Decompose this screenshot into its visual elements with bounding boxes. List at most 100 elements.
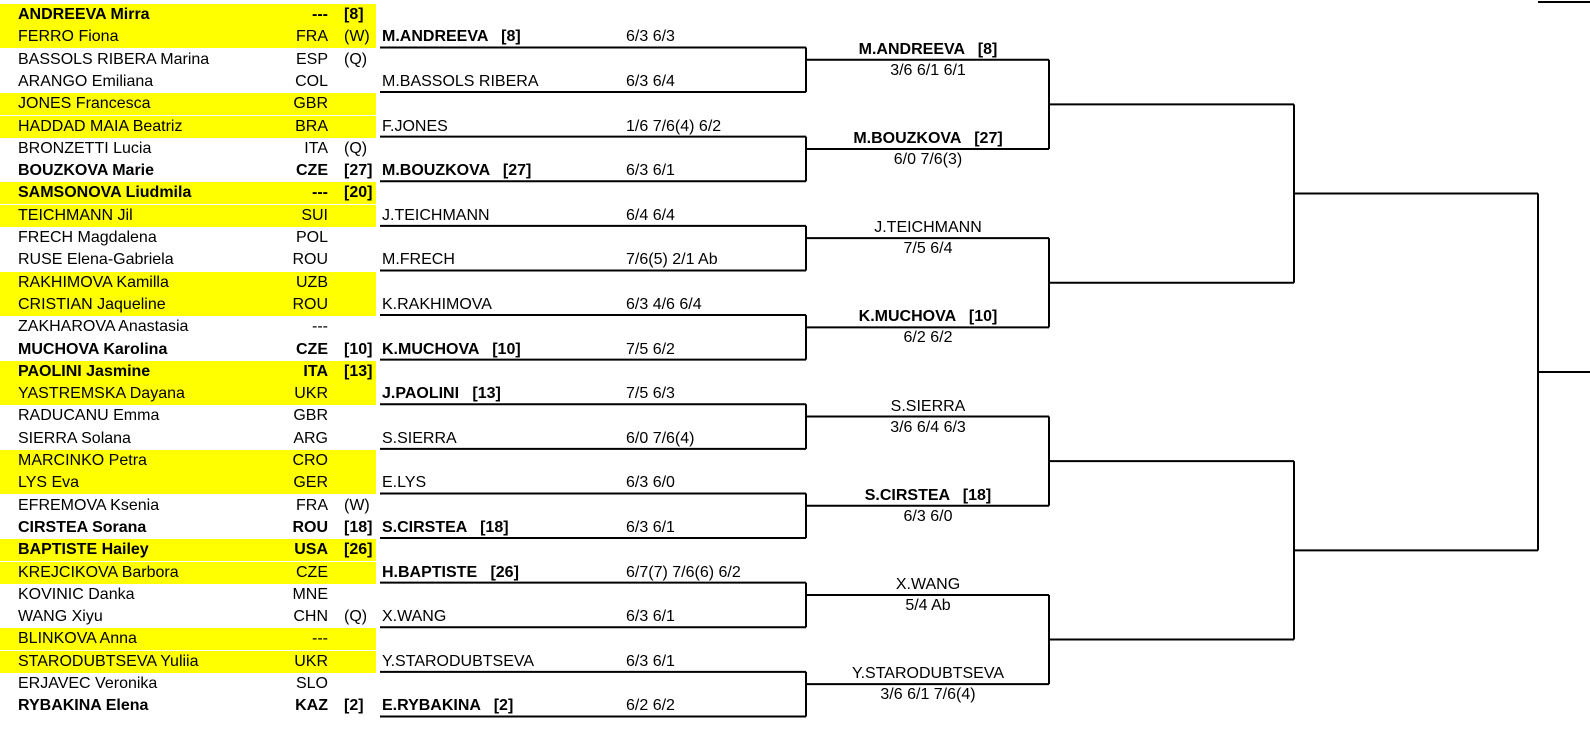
player-row: BLINKOVA Anna --- xyxy=(0,628,376,651)
round1-score: 6/0 7/6(4) xyxy=(626,429,695,447)
player-nationality: SUI xyxy=(301,206,328,224)
player-row: ANDREEVA Mirra---[8] xyxy=(0,4,376,26)
player-seed: [8] xyxy=(344,6,364,23)
round1-winner: M.BASSOLS RIBERA xyxy=(382,73,539,91)
round1-score: 7/6(5) 2/1 Ab xyxy=(626,251,718,269)
player-name: FRECH Magdalena xyxy=(18,229,157,246)
round1-score: 6/7(7) 7/6(6) 6/2 xyxy=(626,563,741,581)
player-name: BASSOLS RIBERA Marina xyxy=(18,50,210,68)
round1-winner: J.PAOLINI [13] xyxy=(382,385,501,403)
player-nationality: CHN xyxy=(293,608,328,626)
player-row: FRECH Magdalena POL xyxy=(0,227,376,249)
round1-winner: M.FRECH xyxy=(382,251,455,269)
round1-score: 6/3 6/1 xyxy=(626,652,675,670)
round1-score: 6/4 6/4 xyxy=(626,206,675,224)
player-name: CIRSTEA Sorana xyxy=(18,518,147,536)
player-name: ZAKHAROVA Anastasia xyxy=(18,318,189,336)
round2-score: 3/6 6/1 7/6(4) xyxy=(880,686,976,704)
round2-winner: Y.STARODUBTSEVA xyxy=(851,665,1005,683)
player-row: KREJCIKOVA Barbora CZE xyxy=(0,561,376,584)
player-nationality: CRO xyxy=(292,452,328,469)
player-seed: [26] xyxy=(344,541,373,559)
player-nationality: --- xyxy=(312,184,328,202)
player-name: SIERRA Solana xyxy=(18,429,131,447)
player-name: WANG Xiyu xyxy=(18,608,103,626)
player-seed: (Q) xyxy=(344,50,368,68)
player-nationality: ITA xyxy=(303,362,328,380)
player-nationality: FRA xyxy=(296,28,328,46)
player-nationality: ROU xyxy=(292,251,328,269)
player-name: MARCINKO Petra xyxy=(18,452,147,469)
round1-winner: H.BAPTISTE [26] xyxy=(382,563,519,581)
round1-winner: S.SIERRA xyxy=(382,429,457,447)
player-name: KOVINIC Danka xyxy=(18,585,135,603)
player-nationality: UKR xyxy=(294,652,328,670)
player-name: LYS Eva xyxy=(18,474,80,492)
player-seed: [10] xyxy=(344,340,373,358)
player-nationality: FRA xyxy=(296,496,328,514)
round2-score: 7/5 6/4 xyxy=(903,240,953,258)
round2-score: 6/2 6/2 xyxy=(903,329,953,347)
player-name: BLINKOVA Anna xyxy=(18,630,137,648)
round1-winner: M.BOUZKOVA [27] xyxy=(382,162,532,180)
player-nationality: USA xyxy=(294,541,328,559)
player-name: KREJCIKOVA Barbora xyxy=(18,563,179,581)
player-seed: [13] xyxy=(344,362,373,380)
player-seed: [27] xyxy=(344,162,373,180)
round1-winner: E.LYS xyxy=(382,474,427,492)
round2-winner: X.WANG xyxy=(895,575,961,593)
player-nationality: GER xyxy=(293,474,328,492)
player-nationality: CZE xyxy=(296,563,328,581)
player-nationality: POL xyxy=(295,229,328,246)
round1-score: 7/5 6/3 xyxy=(626,385,675,403)
player-seed: (W) xyxy=(344,28,370,46)
round1-score: 6/3 6/4 xyxy=(626,73,675,91)
round2-score: 5/4 Ab xyxy=(905,596,951,614)
player-row: TEICHMANN Jil SUI xyxy=(0,204,376,227)
round1-winner: S.CIRSTEA [18] xyxy=(382,519,509,537)
player-row: LYS Eva GER xyxy=(0,472,376,495)
round1-score: 6/3 6/1 xyxy=(626,162,675,180)
player-seed: (Q) xyxy=(344,139,368,157)
player-name: RADUCANU Emma xyxy=(18,407,160,425)
round2-winner: M.ANDREEVA [8] xyxy=(858,40,998,58)
round2-score: 6/0 7/6(3) xyxy=(893,150,963,168)
player-name: SAMSONOVA Liudmila xyxy=(18,184,192,202)
player-nationality: --- xyxy=(312,318,328,336)
player-name: TEICHMANN Jil xyxy=(18,206,133,224)
round1-winner: X.WANG xyxy=(382,608,447,626)
round1-winner: Y.STARODUBTSEVA xyxy=(382,652,535,670)
player-nationality: ROU xyxy=(292,295,328,313)
round1-score: 6/3 4/6 6/4 xyxy=(626,296,702,314)
round1-score: 6/3 6/0 xyxy=(626,474,675,492)
player-nationality: COL xyxy=(295,72,328,90)
player-name: PAOLINI Jasmine xyxy=(18,362,151,380)
round2-score: 3/6 6/4 6/3 xyxy=(890,418,966,436)
player-nationality: CZE xyxy=(296,340,328,358)
player-name: HADDAD MAIA Beatriz xyxy=(18,117,183,135)
player-nationality: --- xyxy=(312,630,328,648)
player-nationality: UZB xyxy=(296,273,328,291)
round1-winner: M.ANDREEVA [8] xyxy=(382,28,521,46)
player-name: EFREMOVA Ksenia xyxy=(18,496,160,514)
round1-winner: F.JONES xyxy=(382,117,448,135)
player-name: BOUZKOVA Marie xyxy=(18,162,155,180)
player-seed: [20] xyxy=(344,184,373,202)
